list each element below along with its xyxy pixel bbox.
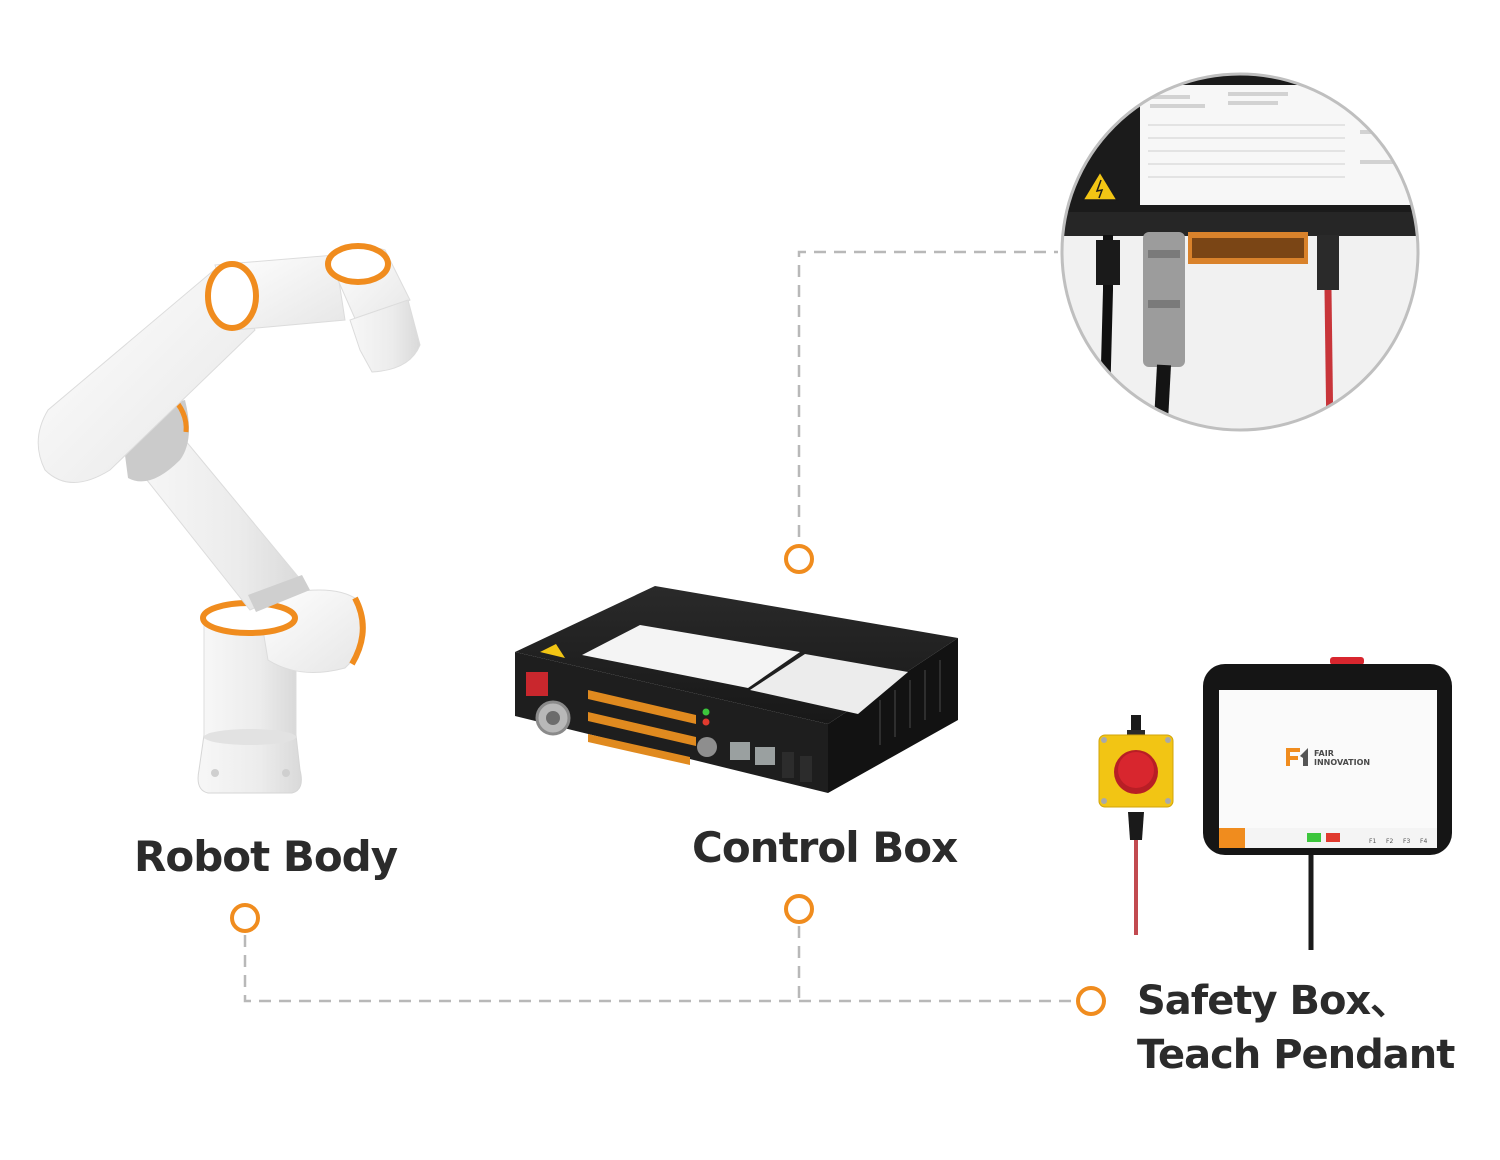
marker-robot [232, 905, 258, 931]
safety-box-teach-pendant-label: Safety Box、 Teach Pendant [1137, 974, 1454, 1082]
connector-robot-to-safety [245, 935, 1072, 1001]
pendant-brand-line1: FAIR [1314, 749, 1334, 758]
safety-box-illustration [1099, 715, 1173, 935]
control-box-label: Control Box [692, 823, 957, 872]
safety-box-label: Safety Box、 [1137, 974, 1454, 1028]
marker-control-bottom [786, 896, 812, 922]
pendant-key-f4: F4 [1420, 838, 1427, 845]
robot-body-label: Robot Body [134, 832, 397, 881]
control-box-illustration [515, 586, 958, 793]
robot-arm-illustration [38, 246, 420, 793]
pendant-key-f2: F2 [1386, 838, 1393, 845]
marker-safety [1078, 988, 1104, 1014]
pendant-key-f1: F1 [1369, 838, 1376, 845]
teach-pendant-illustration: FAIR INNOVATION F1 F2 F3 F4 [1203, 657, 1452, 950]
marker-control-top [786, 546, 812, 572]
connector-control-to-zoom [799, 252, 1058, 537]
pendant-key-f3: F3 [1403, 838, 1410, 845]
control-box-detail-zoom [1058, 70, 1423, 440]
pendant-brand-line2: INNOVATION [1314, 758, 1370, 767]
teach-pendant-label: Teach Pendant [1137, 1028, 1454, 1082]
